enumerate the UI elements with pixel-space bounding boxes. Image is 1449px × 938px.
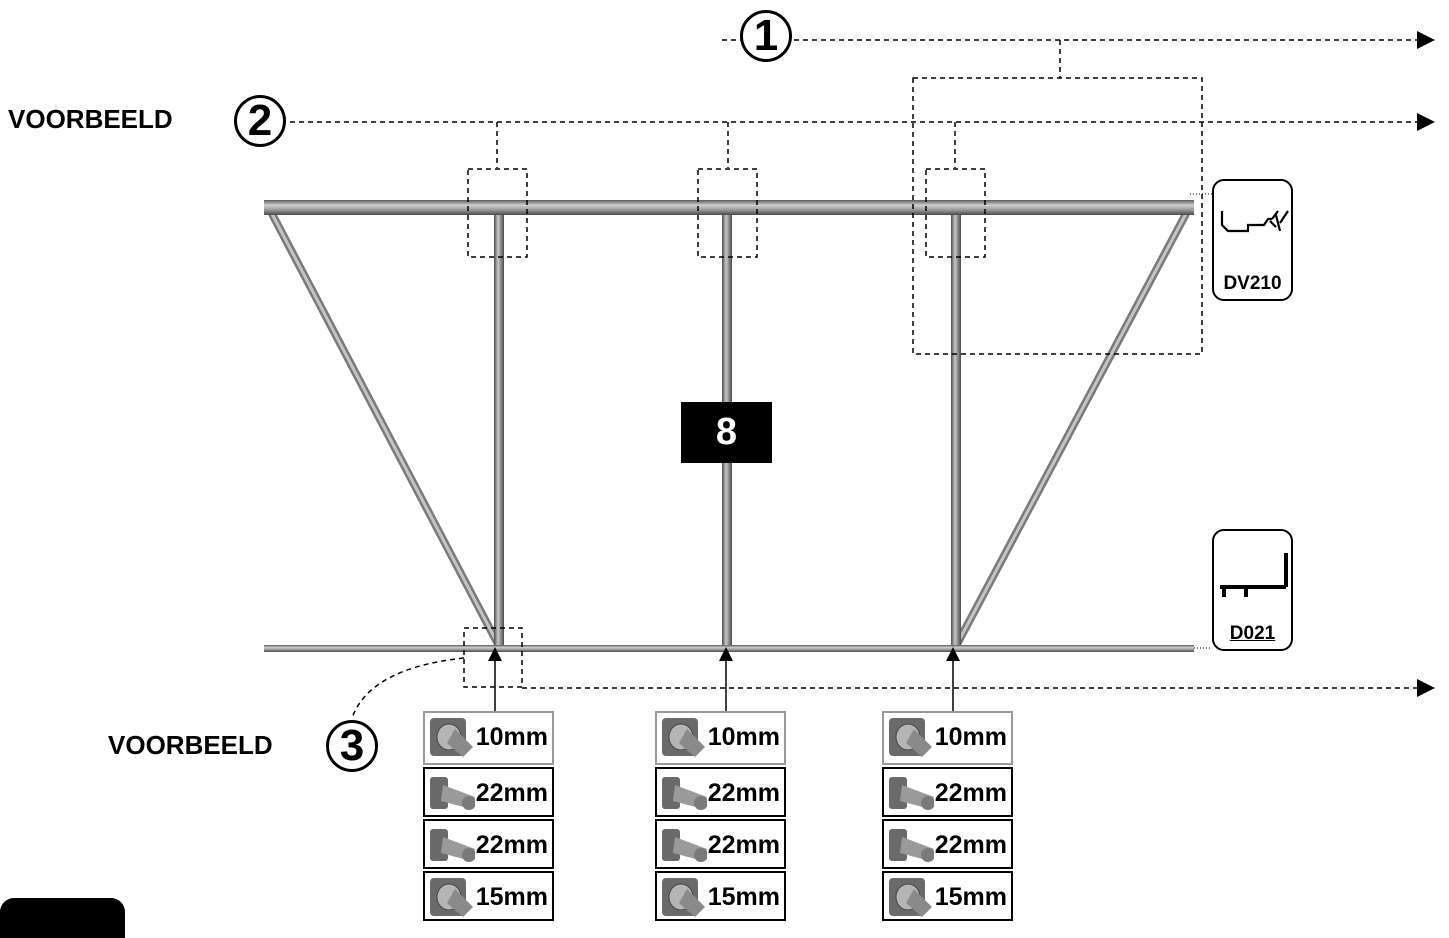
- screw-length: 22mm: [934, 779, 1007, 807]
- profile-code-bottom: D021: [1229, 623, 1276, 644]
- long-screw-icon: [662, 777, 707, 810]
- panel-number-badge: 8: [681, 402, 772, 463]
- screw-cell: 15mm: [882, 871, 1013, 921]
- screw-length: 22mm: [934, 831, 1007, 859]
- screw-length: 10mm: [475, 723, 548, 751]
- post-left: [494, 208, 504, 650]
- short-screw-icon: [662, 878, 705, 917]
- bottom-rail: [264, 645, 1194, 652]
- right-diagonal-brace-highlight: [953, 209, 1190, 649]
- screw-length: 10mm: [934, 723, 1007, 751]
- long-screw-icon: [430, 829, 475, 862]
- short-screw-icon: [662, 718, 705, 757]
- marker-2-text: 2: [247, 96, 273, 145]
- screw-arrowhead-right: [946, 647, 960, 661]
- long-screw-icon: [430, 777, 475, 810]
- screw-arrowhead-middle: [719, 647, 733, 661]
- left-diagonal-brace-highlight: [268, 209, 502, 649]
- short-screw-icon: [430, 878, 473, 917]
- post-right: [951, 208, 961, 650]
- screw-cell: 15mm: [423, 871, 554, 921]
- screw-stack-right: 10mm 22mm 22mm 15mm: [882, 711, 1013, 921]
- screw-stack-middle: 10mm 22mm 22mm 15mm: [655, 711, 786, 921]
- voorbeeld-label-3: VOORBEELD: [108, 730, 273, 760]
- gutter-profile-icon: [1220, 210, 1289, 233]
- panel-number: 8: [715, 411, 738, 453]
- long-screw-icon: [889, 829, 934, 862]
- screw-length: 22mm: [475, 831, 548, 859]
- screw-cell: 22mm: [423, 767, 554, 817]
- screw-cell: 22mm: [882, 819, 1013, 869]
- screw-length: 22mm: [475, 779, 548, 807]
- screw-cell: 15mm: [655, 871, 786, 921]
- screw-cell: 10mm: [423, 711, 554, 765]
- screw-cell: 22mm: [655, 819, 786, 869]
- screw-arrowhead-left: [488, 647, 502, 661]
- marker-2: 2: [234, 95, 286, 147]
- joint-box-right: [925, 168, 986, 258]
- profile-box-bottom: D021: [1212, 529, 1293, 651]
- marker-1-text: 1: [753, 11, 779, 60]
- joint-box-bottom: [463, 627, 523, 688]
- screw-cell: 22mm: [655, 767, 786, 817]
- screw-length: 22mm: [707, 779, 780, 807]
- short-screw-icon: [430, 718, 473, 757]
- profile-box-top: DV210: [1212, 179, 1293, 301]
- screw-length: 15mm: [934, 883, 1007, 911]
- screw-length: 15mm: [707, 883, 780, 911]
- screw-cell: 22mm: [423, 819, 554, 869]
- screw-cell: 10mm: [655, 711, 786, 765]
- screw-stack-left: 10mm 22mm 22mm 15mm: [423, 711, 554, 921]
- long-screw-icon: [662, 829, 707, 862]
- screw-length: 10mm: [707, 723, 780, 751]
- joint-box-middle: [697, 168, 758, 258]
- top-rail: [264, 200, 1194, 215]
- short-screw-icon: [889, 718, 932, 757]
- screw-cell: 22mm: [882, 767, 1013, 817]
- profile-code-top: DV210: [1223, 273, 1282, 294]
- dashed-curve-3: [351, 657, 465, 719]
- short-screw-icon: [889, 878, 932, 917]
- long-screw-icon: [889, 777, 934, 810]
- screw-length: 15mm: [475, 883, 548, 911]
- dashed-zone-1: [912, 77, 1203, 355]
- page-tab: [0, 898, 125, 938]
- bottom-profile-icon: [1220, 553, 1288, 597]
- joint-box-left: [467, 168, 528, 258]
- screw-length: 22mm: [707, 831, 780, 859]
- voorbeeld-label-2: VOORBEELD: [8, 104, 173, 134]
- marker-3-text: 3: [339, 721, 365, 770]
- screw-cell: 10mm: [882, 711, 1013, 765]
- marker-1: 1: [740, 10, 792, 62]
- marker-3: 3: [326, 720, 378, 772]
